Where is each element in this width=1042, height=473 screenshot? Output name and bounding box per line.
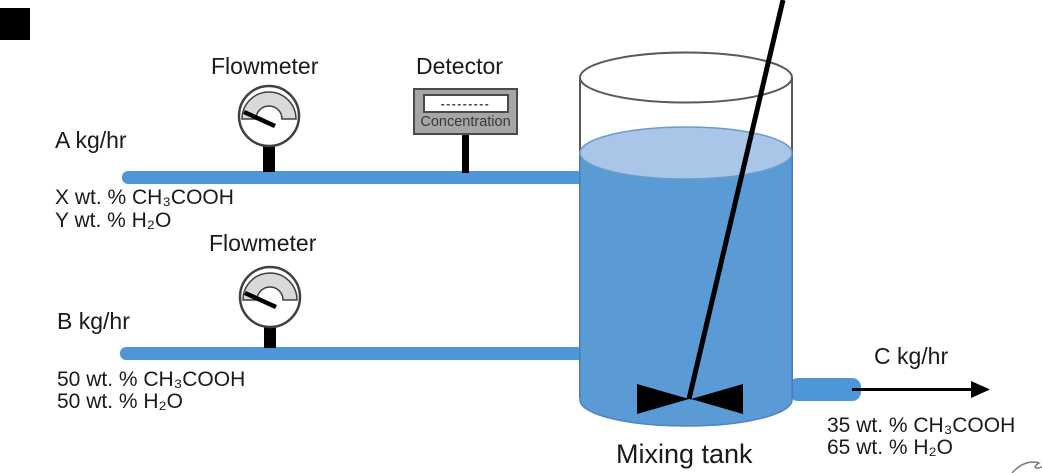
detector-caption: Concentration — [420, 114, 511, 130]
detector-label: Detector — [416, 53, 503, 79]
flowmeter-b-stem — [264, 325, 276, 348]
impeller-left-blade — [637, 384, 689, 414]
stream-b-composition-line1: 50 wt. % CH₃COOH — [57, 368, 246, 391]
flowmeter-a-gauge-icon — [237, 84, 301, 172]
stream-b-composition-line2: 50 wt. % H₂O — [57, 390, 184, 413]
flowmeter-b-gauge-icon — [238, 265, 302, 348]
detector-readout-display: --------- — [422, 94, 509, 113]
stream-a-composition-line2: Y wt. % H₂O — [55, 209, 172, 232]
detector-readout-dashes: --------- — [440, 96, 491, 111]
flowmeter-a-needle — [243, 109, 276, 129]
agitator — [637, 0, 786, 414]
stream-a-rate-label: A kg/hr — [55, 127, 127, 153]
flowmeter-b-label: Flowmeter — [209, 230, 317, 256]
impeller-right-blade — [691, 384, 743, 414]
mixing-tank-label: Mixing tank — [616, 439, 753, 469]
mixing-tank — [579, 51, 793, 427]
stream-c-rate-label: C kg/hr — [874, 343, 949, 369]
tank-liquid-surface — [579, 126, 793, 180]
pipe-stream-a — [122, 171, 584, 184]
stream-c-flow-arrow — [852, 381, 990, 398]
detector-stem — [462, 133, 469, 173]
top-left-black-mark-artifact — [0, 8, 30, 40]
flowmeter-b-needle — [244, 290, 277, 310]
flowmeter-a-label: Flowmeter — [211, 53, 319, 79]
tank-liquid-body — [579, 153, 793, 427]
flowmeter-a-stem — [263, 144, 275, 172]
stream-a-composition-line1: X wt. % CH₃COOH — [55, 186, 234, 209]
detector-instrument: --------- Concentration — [413, 88, 518, 135]
stream-c-composition-line2: 65 wt. % H₂O — [827, 436, 954, 459]
stream-b-rate-label: B kg/hr — [57, 308, 130, 334]
pipe-stream-c — [789, 378, 861, 401]
stream-c-composition-line1: 35 wt. % CH₃COOH — [827, 414, 1016, 437]
corner-squiggle-artifact — [1011, 461, 1042, 473]
pipe-stream-b — [120, 347, 584, 360]
agitator-shaft — [686, 0, 786, 400]
